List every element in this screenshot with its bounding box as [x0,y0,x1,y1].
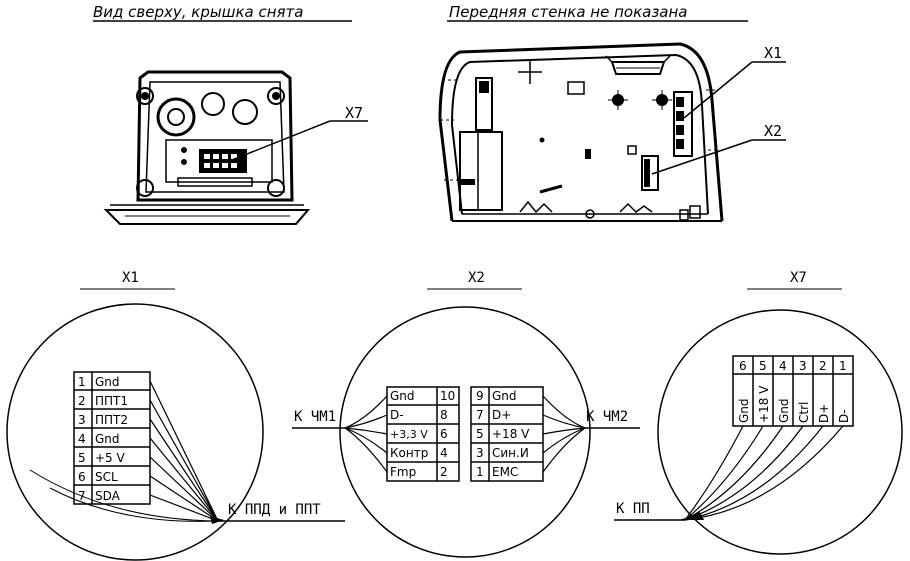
x7-detail-circle [657,309,903,555]
x1-pin-num: 5 [78,451,86,465]
x1-pin-table [73,371,151,505]
x1-pin-num: 3 [78,413,86,427]
x2-right-lead-label: К ЧМ2 [586,409,628,425]
x2-left-signal: +3,3 V [390,428,428,441]
x2-right-wire-bundle [542,395,586,473]
callout-x7-leader [231,120,331,161]
x7-lead-label: К ПП [616,501,650,517]
x2-right-signal: Gnd [492,389,517,403]
top-right-caption: Передняя стенка не показана [449,3,688,21]
x2-right-signal: +18 V [492,427,530,441]
x2-left-num: 6 [440,427,448,441]
x1-wire-bundle [29,380,219,522]
x1-pin-signal: ППТ1 [95,394,128,408]
x1-pin-signal: Gnd [95,432,120,446]
top-left-caption: Вид сверху, крышка снята [93,3,303,21]
x2-left-signal: Контр [390,446,428,460]
x7-pin-signal: Ctrl [797,402,811,423]
x2-left-num: 8 [440,408,448,422]
x2-right-num: 1 [476,465,484,479]
x7-pin-table [732,355,854,427]
x2-left-signal: Gnd [390,389,415,403]
x1-pin-num: 6 [78,470,86,484]
x7-section-title: X7 [790,270,807,286]
x1-pin-num: 1 [78,375,86,389]
callout-x1-leader [683,61,753,119]
callout-x2-leader [651,139,753,175]
x2-left-lead-label: К ЧМ1 [294,409,336,425]
x1-pin-signal: SCL [95,470,118,484]
device-top-view [103,70,311,225]
callout-x2-label: X2 [764,122,782,140]
x7-pin-signal: D+ [817,404,831,423]
x2-right-num: 9 [476,389,484,403]
x1-pin-signal: ППТ2 [95,413,128,427]
x7-pin-num: 4 [779,359,787,373]
x2-right-signal: EMC [492,465,518,479]
x2-left-signal: Fmp [390,465,416,479]
x2-left-num: 2 [440,465,448,479]
x2-section-title: X2 [468,270,485,286]
x7-pin-signal: D- [837,409,851,423]
x1-section-title: X1 [122,270,139,286]
x2-right-signal: Син.И [492,446,529,460]
x7-pin-num: 1 [839,359,847,373]
x1-detail-circle [6,303,264,561]
x7-pin-num: 5 [759,359,767,373]
x1-pin-signal: +5 V [95,451,126,465]
x7-pin-signal: Gnd [777,398,791,423]
x1-pin-signal: Gnd [95,375,120,389]
x2-detail-circle [339,306,591,558]
x2-left-pin-table [386,386,460,482]
x2-right-num: 5 [476,427,484,441]
x7-pin-num: 2 [819,359,827,373]
x1-pin-signal: SDA [95,489,121,503]
callout-x7-label: X7 [345,104,363,122]
callout-x1-label: X1 [764,44,782,62]
x7-pin-signal: Gnd [737,398,751,423]
x2-left-signal: D- [390,408,404,422]
x2-left-wire-bundle [344,395,388,473]
x1-lead-label: К ППД и ППТ [228,502,321,518]
x1-pin-num: 4 [78,432,86,446]
x2-right-num: 7 [476,408,484,422]
x2-right-num: 3 [476,446,484,460]
x2-left-num: 4 [440,446,448,460]
x7-pin-signal: +18 V [757,385,771,423]
x7-pin-num: 3 [799,359,807,373]
x1-pin-num: 2 [78,394,86,408]
enclosure-front-removed [438,42,724,222]
x7-wire-bundle [684,425,844,521]
x7-pin-num: 6 [739,359,747,373]
x2-right-signal: D+ [492,408,511,422]
x2-left-num: 10 [440,389,455,403]
